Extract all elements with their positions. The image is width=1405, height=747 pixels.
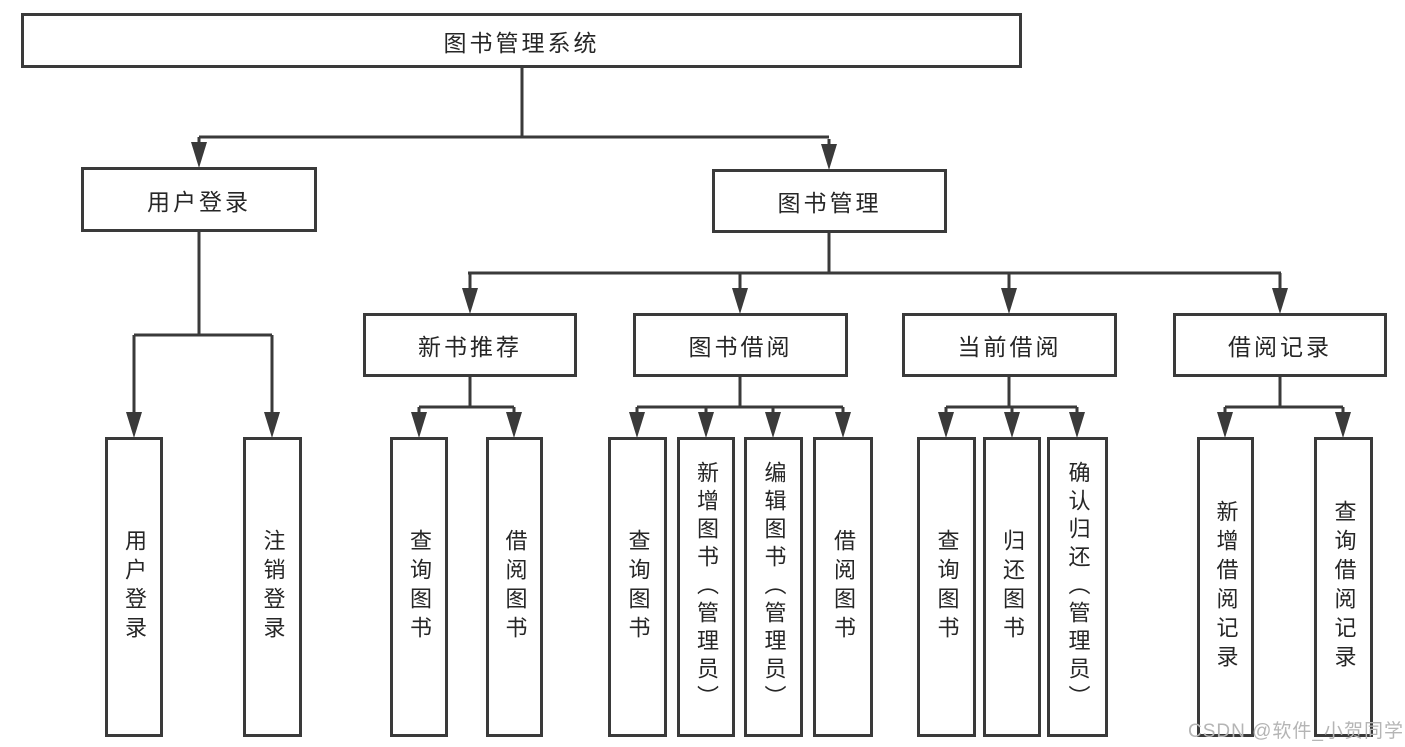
leaf-logout-label: 注销登录 [260, 529, 286, 645]
node-new-book-recommend-label: 新书推荐 [418, 334, 522, 360]
node-book-borrowing: 图书借阅 [633, 313, 848, 377]
node-borrow-records: 借阅记录 [1173, 313, 1387, 377]
node-borrow-records-label: 借阅记录 [1228, 334, 1332, 360]
node-current-borrowing: 当前借阅 [902, 313, 1117, 377]
leaf-borrow-books-2: 借阅图书 [813, 437, 873, 737]
node-book-management-label: 图书管理 [777, 190, 882, 216]
leaf-borrow-books-2-label: 借阅图书 [831, 529, 856, 645]
leaf-user-login-label: 用户登录 [122, 529, 147, 645]
leaf-query-books-1-label: 查询图书 [407, 529, 432, 645]
leaf-query-books-3-label: 查询图书 [934, 529, 960, 645]
tree-edges [132, 68, 1345, 416]
leaf-return-book-label: 归还图书 [1000, 529, 1025, 645]
leaf-return-book: 归还图书 [983, 437, 1041, 737]
leaf-logout: 注销登录 [243, 437, 302, 737]
leaf-user-login: 用户登录 [105, 437, 163, 737]
leaf-query-books-3: 查询图书 [917, 437, 976, 737]
leaf-query-borrow-record: 查询借阅记录 [1314, 437, 1373, 737]
node-user-login-label: 用户登录 [147, 188, 251, 215]
node-user-login: 用户登录 [81, 167, 317, 232]
leaf-confirm-return-admin-label: 确认归还（管理员） [1065, 461, 1091, 713]
leaf-query-books-2: 查询图书 [608, 437, 667, 737]
node-book-borrowing-label: 图书借阅 [688, 334, 793, 360]
leaf-borrow-books-1: 借阅图书 [486, 437, 543, 737]
leaf-query-borrow-record-label: 查询借阅记录 [1331, 500, 1357, 674]
leaf-add-borrow-record-label: 新增借阅记录 [1213, 500, 1239, 674]
node-new-book-recommend: 新书推荐 [363, 313, 577, 377]
leaf-query-books-2-label: 查询图书 [625, 529, 651, 645]
leaf-edit-book-admin-label: 编辑图书（管理员） [761, 461, 787, 713]
leaf-borrow-books-1-label: 借阅图书 [502, 529, 528, 645]
leaf-edit-book-admin: 编辑图书（管理员） [744, 437, 803, 737]
node-book-management: 图书管理 [712, 169, 947, 233]
leaf-query-books-1: 查询图书 [390, 437, 448, 737]
node-current-borrowing-label: 当前借阅 [957, 334, 1062, 360]
arrowheads [126, 142, 1351, 438]
leaf-confirm-return-admin: 确认归还（管理员） [1047, 437, 1108, 737]
node-system-root-label: 图书管理系统 [443, 29, 600, 56]
csdn-watermark: CSDN @软件_小贺同学 [1188, 721, 1404, 742]
leaf-add-book-admin: 新增图书（管理员） [677, 437, 735, 737]
leaf-add-book-admin-label: 新增图书（管理员） [694, 461, 719, 713]
node-system-root: 图书管理系统 [21, 13, 1022, 68]
leaf-add-borrow-record: 新增借阅记录 [1197, 437, 1254, 737]
